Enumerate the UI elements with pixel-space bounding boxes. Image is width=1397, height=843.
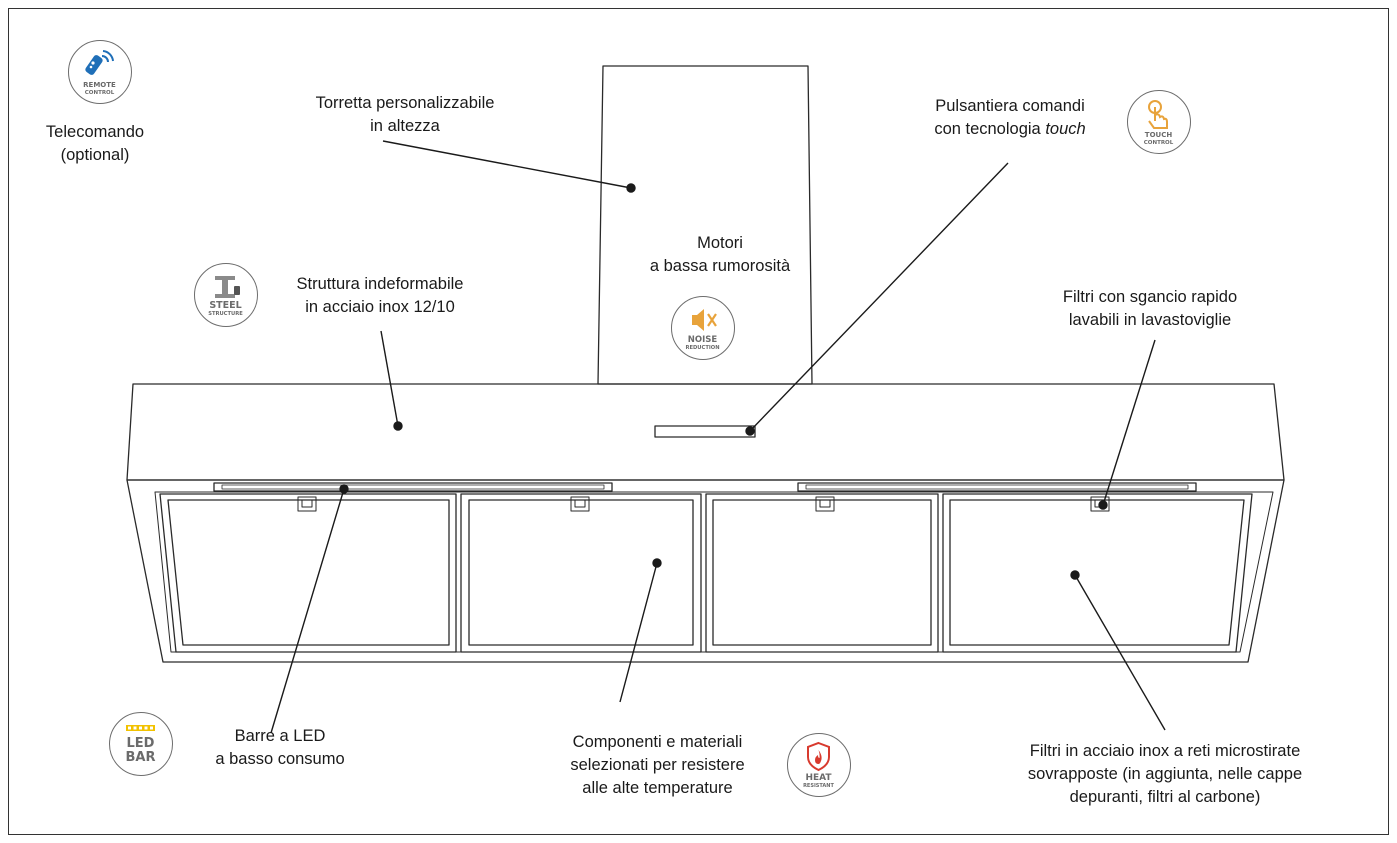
label-filtri-sgancio: Filtri con sgancio rapido lavabili in la…: [1062, 288, 1238, 329]
badge-text: REDUCTION: [685, 345, 719, 351]
hood-canopy: [126, 383, 1285, 481]
flame-shield-icon: [807, 741, 830, 772]
muted-speaker-icon: [692, 309, 717, 331]
badge-text: TOUCH: [1145, 131, 1173, 139]
badge-text: LED: [127, 736, 155, 751]
touch-hand-icon: [1148, 100, 1168, 129]
steel-beam-icon: [215, 276, 240, 298]
filter-handles: [297, 496, 1110, 512]
label-motori: Motori a bassa rumorosità: [649, 234, 791, 275]
label-pulsantiera: Pulsantiera comandi con tecnologia touch: [934, 97, 1086, 138]
badge-noise-reduction: NOISE REDUCTION: [671, 296, 735, 360]
label-barre-led: Barre a LED a basso consumo: [215, 727, 345, 768]
label-torretta: Torretta personalizzabile in altezza: [315, 94, 495, 135]
label-componenti: Componenti e materiali selezionati per r…: [570, 733, 745, 797]
led-strip-icon: [126, 725, 155, 731]
badge-heat-resistant: HEAT RESISTANT: [787, 733, 851, 797]
badge-remote-control: REMOTE CONTROL: [68, 40, 132, 104]
badge-text: CONTROL: [1144, 140, 1174, 146]
touch-panel: [654, 425, 756, 438]
label-filtri-inox: Filtri in acciaio inox a reti microstira…: [1027, 742, 1303, 806]
badge-text: STEEL: [209, 300, 241, 311]
badge-text: NOISE: [688, 335, 718, 345]
badge-text: BAR: [126, 750, 156, 765]
badge-text: RESISTANT: [803, 783, 834, 789]
label-struttura: Struttura indeformabile in acciaio inox …: [296, 275, 464, 316]
hood-tray: [126, 479, 1285, 663]
led-bar-right: [797, 482, 1197, 492]
badge-text: CONTROL: [85, 90, 115, 96]
label-telecomando: Telecomando (optional): [45, 123, 145, 164]
badge-text: STRUCTURE: [208, 311, 243, 317]
badge-text: HEAT: [805, 773, 832, 783]
filter-panels: [159, 493, 1253, 653]
remote-control-icon: [85, 50, 114, 75]
badge-touch-control: TOUCH CONTROL: [1127, 90, 1191, 154]
badge-steel-structure: STEEL STRUCTURE: [194, 263, 258, 327]
diagram-frame: [8, 8, 1389, 835]
badge-led-bar: LED BAR: [109, 712, 173, 776]
badge-text: REMOTE: [83, 81, 116, 89]
led-bar-left: [213, 482, 613, 492]
